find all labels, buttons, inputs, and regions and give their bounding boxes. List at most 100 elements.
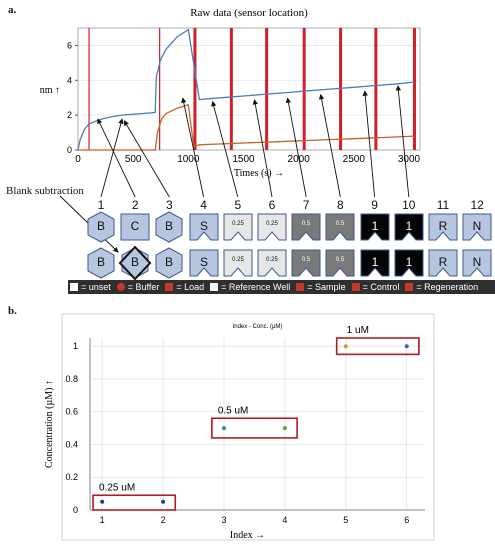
data-point — [282, 426, 287, 431]
well-shape: 1 — [394, 213, 424, 241]
annotation-box — [211, 417, 298, 439]
connector-arrow-1 — [100, 118, 124, 198]
sample-shape — [428, 213, 458, 241]
y-tick-label: 1 — [73, 341, 78, 351]
panel-a-letter: a. — [8, 4, 17, 16]
x-tick-label: 500 — [125, 154, 142, 165]
plate-well-b-2[interactable]: B — [118, 245, 152, 281]
column-number: 4 — [200, 198, 207, 212]
chart-a-title: Raw data (sensor location) — [190, 7, 308, 19]
well-shape: B — [118, 245, 152, 281]
plate-well-b-5[interactable]: 0.25 — [221, 246, 255, 280]
well-label: N — [473, 219, 482, 233]
annotation-label: 1 uM — [347, 325, 369, 336]
plot-area — [77, 27, 421, 151]
plate-well-a-4[interactable]: S — [187, 210, 221, 244]
well-label: 0.25 — [266, 221, 278, 227]
legend-text: = unset — [81, 282, 111, 292]
sample-shape — [291, 213, 321, 241]
plate-well-a-5[interactable]: 0.25 — [221, 210, 255, 244]
x-tick-label: 6 — [404, 515, 409, 525]
plate-well-a-10[interactable]: 1 — [392, 210, 426, 244]
legend-swatch — [296, 283, 305, 291]
sample-shape — [325, 213, 355, 241]
hexagon-shape — [155, 247, 183, 279]
plate-well-b-9[interactable]: 1 — [358, 246, 392, 280]
well-label: 0.25 — [232, 257, 244, 263]
sample-shape — [257, 213, 287, 241]
legend-swatch — [405, 283, 414, 291]
well-label: 1 — [405, 255, 412, 269]
plate-well-b-10[interactable]: 1 — [392, 246, 426, 280]
legend-text: = Buffer — [127, 282, 160, 292]
column-number: 3 — [166, 198, 173, 212]
y-tick-label: 0.6 — [65, 407, 78, 417]
x-axis-label: Index → — [230, 530, 265, 541]
annotation-box — [335, 337, 420, 356]
well-shape: B — [155, 211, 183, 243]
plate-well-b-12[interactable]: N — [460, 246, 494, 280]
legend-swatch — [70, 283, 78, 291]
well-label: B — [97, 219, 105, 233]
well-label: R — [439, 255, 448, 269]
column-number: 6 — [268, 198, 276, 212]
well-shape: 0.25 — [223, 213, 253, 241]
data-point — [222, 426, 226, 431]
plate-well-a-11[interactable]: R — [426, 210, 460, 244]
sample-shape — [360, 249, 390, 277]
well-label: 1 — [371, 255, 378, 269]
plate-well-a-12[interactable]: N — [460, 210, 494, 244]
plate-well-b-8[interactable]: 0.5 — [323, 246, 357, 280]
column-number: 8 — [337, 198, 344, 212]
well-shape: S — [189, 213, 219, 241]
y-axis-label: nm ↑ — [40, 85, 60, 96]
plate-well-b-11[interactable]: R — [426, 246, 460, 280]
column-number: 10 — [402, 198, 416, 212]
plate-well-a-7[interactable]: 0.5 — [289, 210, 323, 244]
well-shape: B — [87, 211, 115, 243]
y-tick-label: 0.8 — [65, 374, 78, 384]
sample-shape — [394, 249, 424, 277]
sample-shape — [189, 249, 219, 277]
chart-b-frame — [61, 313, 435, 541]
plate-well-b-6[interactable]: 0.25 — [255, 246, 289, 280]
x-tick-label: 3 — [221, 515, 226, 525]
sample-shape — [189, 213, 219, 241]
plate-well-b-7[interactable]: 0.5 — [289, 246, 323, 280]
plate-well-a-8[interactable]: 0.5 — [323, 210, 357, 244]
plate-well-a-2[interactable]: C — [118, 210, 152, 244]
legend-item: = Regeneration — [405, 282, 478, 292]
plate-well-b-3[interactable]: B — [152, 246, 186, 280]
plate-well-b-4[interactable]: S — [187, 246, 221, 280]
column-number: 11 — [436, 198, 450, 212]
blank-subtraction-label: Blank subtraction — [6, 185, 84, 197]
sample-shape — [223, 213, 253, 241]
connector-arrow-9 — [362, 90, 376, 198]
y-tick-label: 0 — [73, 505, 78, 515]
data-point — [404, 344, 409, 349]
connector-arrow-6 — [252, 99, 273, 198]
well-label: 0.5 — [302, 221, 311, 227]
connector-arrow-3 — [123, 120, 170, 198]
well-label: 0.5 — [336, 221, 345, 227]
y-tick-label: 2 — [67, 110, 72, 120]
legend-text: = Sample — [307, 282, 346, 292]
well-shape: 0.5 — [325, 213, 355, 241]
plate-well-b-1[interactable]: B — [84, 246, 118, 280]
plate-well-a-6[interactable]: 0.25 — [255, 210, 289, 244]
well-shape: N — [462, 213, 492, 241]
well-label: B — [165, 255, 173, 269]
sample-shape — [360, 213, 390, 241]
x-tick-label: 3000 — [398, 154, 421, 165]
plate-well-a-9[interactable]: 1 — [358, 210, 392, 244]
x-axis-label: Times (s) → — [234, 168, 284, 179]
well-shape: 0.5 — [325, 249, 355, 277]
hexagon-shape — [155, 211, 183, 243]
legend-item: = Reference Well — [210, 282, 290, 292]
plate-well-a-3[interactable]: B — [152, 210, 186, 244]
plate-well-a-1[interactable]: B — [84, 210, 118, 244]
well-shape: 0.25 — [223, 249, 253, 277]
